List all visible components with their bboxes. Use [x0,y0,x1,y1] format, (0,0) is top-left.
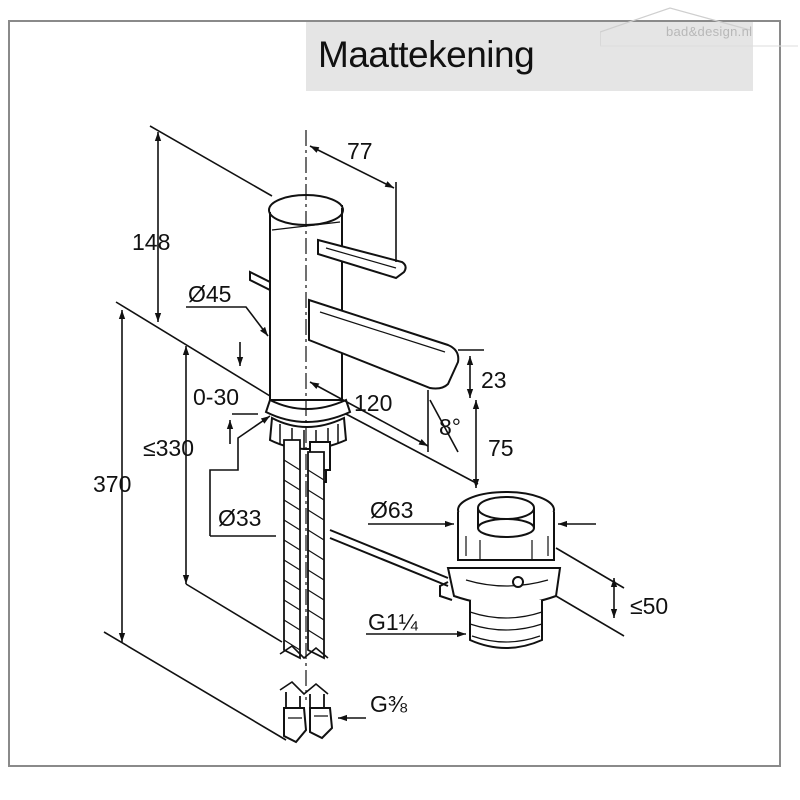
dimension-23: 23 [481,367,507,393]
thread-g1-quarter: G1¼ [368,609,419,635]
brand-watermark-text: bad&design.nl [666,24,753,39]
faucet-body [249,194,460,483]
dimension-max-50: ≤50 [630,593,668,619]
brand-watermark: bad&design.nl [599,2,798,48]
hose-connection-nuts [283,707,334,744]
dimension-148: 148 [132,229,170,255]
dimension-120: 120 [354,390,392,416]
flexible-hoses [279,439,329,709]
house-logo-icon [599,7,798,47]
waste-valve [439,491,562,649]
dimension-370: 370 [93,471,131,497]
drawing-frame [8,20,781,767]
pop-up-rod [329,529,449,587]
title-bar: Maattekening [306,22,753,91]
thread-g3-eighth: G⅜ [370,691,408,717]
dimension-max-330: ≤330 [143,435,194,461]
page-title: Maattekening [318,34,535,75]
dimension-0-30: 0-30 [193,384,239,410]
dimension-75: 75 [488,435,514,461]
dimension-lines [103,125,625,741]
dimension-77: 77 [347,138,373,164]
dimension-diameter-63: Ø63 [370,497,413,523]
dimension-diameter-33: Ø33 [218,505,261,531]
dimension-8-degrees: 8° [439,414,461,440]
dimension-diameter-45: Ø45 [188,281,231,307]
